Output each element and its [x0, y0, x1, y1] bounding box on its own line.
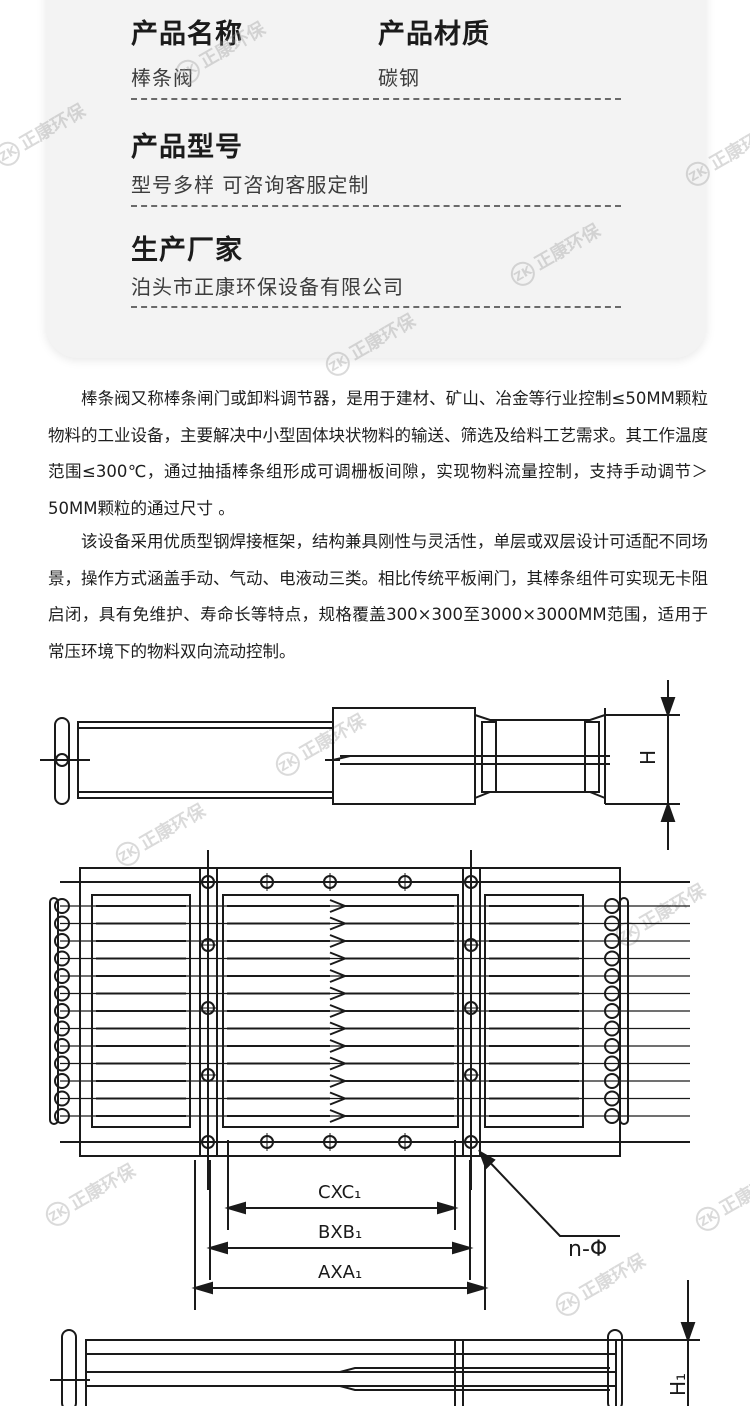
- description-paragraph-1: 棒条阀又称棒条闸门或卸料调节器，是用于建材、矿山、冶金等行业控制≤50MM颗粒物…: [48, 389, 708, 518]
- handle-bar: [619, 897, 629, 1125]
- bottom-side-view: H₁: [50, 1280, 700, 1406]
- divider: [131, 306, 621, 308]
- product-model-value: 型号多样 可咨询客服定制: [131, 173, 370, 197]
- handle-ring: [54, 1108, 70, 1124]
- handle-ring: [54, 915, 70, 932]
- product-model-label: 产品型号: [131, 132, 243, 163]
- dim-h-label: H: [636, 750, 660, 765]
- handle-group: [49, 897, 629, 1125]
- bolt-group: [199, 873, 480, 1151]
- side-view: H: [40, 680, 680, 850]
- handle-ring: [54, 1090, 70, 1107]
- plan-view: [60, 850, 690, 1190]
- handle-ring: [54, 898, 70, 914]
- dim-h1-label: H₁: [666, 1373, 690, 1396]
- handle-ring: [54, 1020, 70, 1037]
- divider: [131, 205, 621, 207]
- dim-b-label: BXB₁: [318, 1222, 362, 1243]
- handle-ring: [54, 1003, 70, 1019]
- product-name-label: 产品名称: [131, 19, 243, 50]
- handle-ring: [54, 1038, 70, 1054]
- handle-ring: [54, 985, 70, 1002]
- dimension-lines: CXC₁ BXB₁ AXA₁ n-Φ: [191, 1140, 620, 1310]
- product-material-value: 碳钢: [378, 66, 420, 90]
- manufacturer-value: 泊头市正康环保设备有限公司: [131, 275, 404, 299]
- divider: [131, 98, 621, 100]
- handle-ring: [54, 1055, 70, 1072]
- handle-ring: [54, 968, 70, 984]
- product-material-label: 产品材质: [378, 19, 490, 50]
- handle-ring: [54, 1073, 70, 1089]
- handle-ring: [54, 950, 70, 967]
- hole-label: n-Φ: [568, 1237, 607, 1262]
- technical-drawing: H CXC₁ BXB₁ AXA₁: [40, 680, 700, 1406]
- handle-bar: [49, 897, 59, 1125]
- handle-ring: [54, 933, 70, 949]
- product-name-value: 棒条阀: [131, 66, 194, 90]
- description-paragraph-2: 该设备采用优质型钢焊接框架，结构兼具刚性与灵活性，单层或双层设计可适配不同场景，…: [48, 532, 708, 661]
- product-info-card: [46, 0, 706, 358]
- dim-c-label: CXC₁: [318, 1182, 361, 1203]
- dim-a-label: AXA₁: [318, 1262, 362, 1283]
- manufacturer-label: 生产厂家: [131, 235, 243, 266]
- bar-group: [60, 899, 690, 1123]
